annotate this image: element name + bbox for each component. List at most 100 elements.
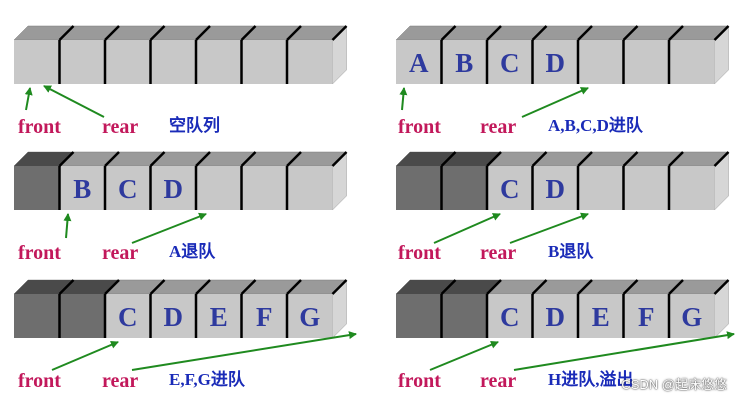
dequeued-cell bbox=[396, 166, 442, 210]
cell-divider-top bbox=[531, 25, 548, 41]
rear-label: rear bbox=[102, 370, 138, 392]
queue-cell bbox=[196, 294, 242, 338]
queue-cell bbox=[150, 294, 196, 338]
cell-letter: B bbox=[455, 48, 473, 78]
cell-divider-top bbox=[195, 279, 211, 295]
front-pointer-arrow bbox=[433, 213, 501, 244]
panel-caption: A退队 bbox=[169, 241, 216, 261]
rear-label: rear bbox=[102, 116, 138, 138]
queue-cell bbox=[487, 40, 533, 84]
dequeued-cell bbox=[14, 294, 60, 338]
front-label: front bbox=[18, 370, 61, 392]
cell-letter: E bbox=[592, 302, 610, 332]
cell-divider-top bbox=[668, 279, 684, 295]
queue-cell bbox=[669, 40, 715, 84]
queue-cell bbox=[150, 40, 196, 84]
cell-divider-top bbox=[622, 279, 639, 295]
cell-divider-top bbox=[531, 151, 548, 167]
front-label: front bbox=[18, 116, 61, 138]
cell-divider-top bbox=[58, 151, 75, 167]
queue-cell bbox=[578, 166, 624, 210]
cell-letter: C bbox=[118, 302, 138, 332]
cell-letter: F bbox=[256, 302, 273, 332]
front-pointer-arrow bbox=[399, 87, 408, 111]
dequeued-cell-top bbox=[59, 280, 119, 294]
cell-letter: G bbox=[681, 302, 702, 332]
queue-top-face bbox=[13, 25, 348, 41]
cell-divider-top bbox=[713, 279, 730, 295]
cell-divider-top bbox=[440, 25, 457, 41]
cell-divider-top bbox=[286, 151, 302, 167]
cell-divider-top bbox=[486, 279, 502, 295]
queue-cell bbox=[150, 166, 196, 210]
queue-cell bbox=[59, 166, 105, 210]
cell-divider-top bbox=[440, 151, 457, 167]
rear-pointer-arrow bbox=[509, 212, 589, 244]
cell-letter: B bbox=[73, 174, 91, 204]
queue-cell bbox=[532, 166, 578, 210]
cell-divider-top bbox=[195, 25, 211, 41]
cell-divider-top bbox=[58, 25, 75, 41]
cell-letter: D bbox=[546, 302, 566, 332]
cell-divider-top bbox=[104, 151, 120, 167]
front-pointer-arrow bbox=[51, 341, 119, 371]
queue-cell bbox=[241, 294, 287, 338]
front-pointer-arrow bbox=[24, 87, 33, 111]
cell-letter: C bbox=[500, 48, 520, 78]
rear-pointer-arrow bbox=[43, 85, 105, 118]
rear-pointer-arrow bbox=[521, 87, 589, 118]
cell-divider-top bbox=[486, 25, 502, 41]
panel-caption: E,F,G进队 bbox=[169, 369, 246, 389]
cell-letter: D bbox=[164, 302, 184, 332]
queue-cell bbox=[196, 40, 242, 84]
front-label: front bbox=[398, 116, 441, 138]
cell-divider-top bbox=[668, 151, 684, 167]
queue-cell bbox=[14, 40, 60, 84]
queue-cell bbox=[287, 294, 333, 338]
cell-divider-top bbox=[195, 151, 211, 167]
queue-cell bbox=[196, 166, 242, 210]
dequeued-cell bbox=[441, 166, 487, 210]
cell-divider-top bbox=[486, 151, 502, 167]
cell-letter: D bbox=[164, 174, 184, 204]
rear-pointer-arrow bbox=[513, 331, 735, 371]
cell-divider-top bbox=[713, 25, 730, 41]
queue-cell bbox=[669, 166, 715, 210]
cell-divider-top bbox=[58, 279, 75, 295]
queue-cell bbox=[623, 166, 669, 210]
rear-pointer-arrow bbox=[131, 212, 207, 244]
cell-divider-top bbox=[577, 25, 593, 41]
front-label: front bbox=[398, 242, 441, 264]
cell-divider-top bbox=[149, 151, 166, 167]
rear-label: rear bbox=[480, 242, 516, 264]
queue-cell bbox=[532, 294, 578, 338]
cell-divider-top bbox=[577, 151, 593, 167]
cell-letter: C bbox=[118, 174, 138, 204]
cell-divider-top bbox=[104, 25, 120, 41]
queue-cell bbox=[105, 166, 151, 210]
queue-cell bbox=[532, 40, 578, 84]
rear-label: rear bbox=[480, 370, 516, 392]
queue-cell bbox=[578, 40, 624, 84]
queue-cell bbox=[441, 40, 487, 84]
queue-cell bbox=[578, 294, 624, 338]
cell-letter: F bbox=[638, 302, 655, 332]
cell-letter: D bbox=[546, 48, 566, 78]
cell-divider-top bbox=[622, 151, 639, 167]
rear-label: rear bbox=[480, 116, 516, 138]
cell-divider-top bbox=[577, 279, 593, 295]
dequeued-cell-top bbox=[396, 152, 456, 166]
cell-divider-top bbox=[286, 25, 302, 41]
cell-letter: C bbox=[500, 302, 520, 332]
queue-cell bbox=[241, 40, 287, 84]
cell-divider-top bbox=[331, 25, 348, 41]
queue-cell bbox=[487, 166, 533, 210]
cell-divider-top bbox=[331, 279, 348, 295]
cell-letter: E bbox=[210, 302, 228, 332]
panel-caption: H进队,溢出 bbox=[548, 369, 633, 389]
